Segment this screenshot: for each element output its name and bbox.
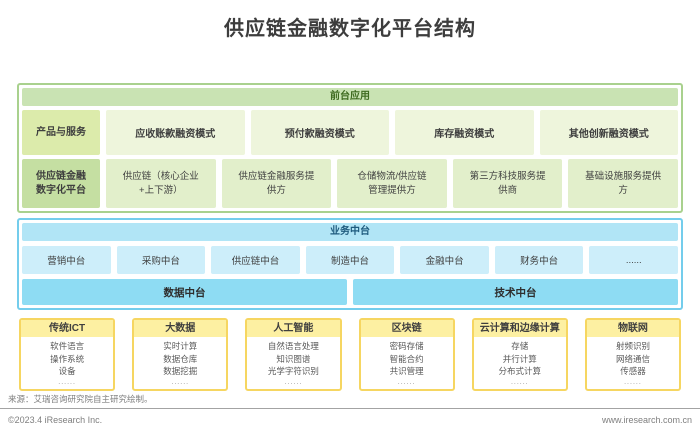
box-third-party-tech-provider: 第三方科技服务提供商 [452, 159, 563, 208]
label-products-services: 产品与服务 [22, 110, 100, 155]
copyright-text: ©2023.4 iResearch Inc. [8, 415, 103, 425]
card-item: 共识管理 [389, 366, 424, 376]
front-header-bar: 前台应用 [22, 88, 678, 106]
card-more: ...... [510, 378, 529, 386]
card-item: 自然语言处理 [267, 341, 319, 351]
card-item: 密码存储 [389, 341, 424, 351]
box-other-innovative-financing-model: 其他创新融资模式 [539, 110, 678, 155]
card-item: 并行计算 [502, 353, 537, 364]
box-manufacturing-platform: 制造中台 [305, 246, 395, 274]
tech-card-traditional-ict: 传统ICT 软件语言 操作系统 设备 ...... [19, 318, 116, 391]
box-warehouse-logistics-provider: 仓储物流/供应链管理提供方 [337, 159, 447, 208]
box-fiscal-platform: 财务中台 [494, 246, 584, 274]
card-more: ...... [397, 378, 416, 386]
box-prepayment-financing-model: 预付款融资模式 [250, 110, 389, 155]
tech-card-big-data: 大数据 实时计算 数据仓库 数据挖掘 ...... [132, 318, 229, 391]
card-header: 人工智能 [247, 320, 340, 337]
box-finance-platform: 金融中台 [400, 246, 489, 274]
tech-cards: 传统ICT 软件语言 操作系统 设备 ...... 大数据 实时计算 数据仓库 … [19, 318, 682, 391]
card-item: 软件语言 [50, 341, 85, 351]
tech-card-blockchain: 区块链 密码存储 智能合约 共识管理 ...... [358, 318, 455, 391]
front-row-products: 产品与服务 应收账款融资模式 预付款融资模式 库存融资模式 其他创新融资模式 [22, 110, 678, 155]
card-item: 实时计算 [163, 341, 198, 351]
front-row-platform: 供应链金融 数字化平台 供应链（核心企业+上下游） 供应链金融服务提供方 仓储物… [22, 159, 678, 208]
tech-card-cloud-edge: 云计算和边缘计算 存储 并行计算 分布式计算 ...... [471, 318, 568, 391]
card-item: 知识图谱 [276, 353, 311, 364]
card-more: ...... [624, 378, 642, 386]
card-item: 分布式计算 [498, 366, 542, 376]
footer-bar: ©2023.4 iResearch Inc. www.iresearch.com… [8, 415, 692, 425]
front-section: 前台应用 产品与服务 应收账款融资模式 预付款融资模式 库存融资模式 其他创新融… [17, 83, 683, 213]
box-data-platform: 数据中台 [22, 279, 347, 305]
card-item: 存储 [511, 341, 529, 351]
page-title: 供应链金融数字化平台结构 [224, 18, 476, 40]
card-header: 大数据 [134, 320, 227, 337]
card-more: ...... [284, 378, 303, 386]
card-more: ...... [58, 378, 76, 386]
card-header: 云计算和边缘计算 [473, 320, 566, 337]
card-item: 智能合约 [389, 353, 424, 364]
middle-section: 业务中台 营销中台 采购中台 供应链中台 制造中台 金融中台 财务中台 ....… [17, 218, 683, 310]
box-tech-platform: 技术中台 [353, 279, 678, 305]
card-item: 光学字符识别 [267, 366, 319, 376]
box-supply-chain-core-enterprise: 供应链（核心企业+上下游） [106, 159, 216, 208]
card-item: 传感器 [620, 366, 646, 376]
box-procurement-platform: 采购中台 [116, 246, 206, 274]
card-item: 数据仓库 [163, 353, 198, 364]
card-item: 射频识别 [615, 341, 650, 351]
box-inventory-financing-model: 库存融资模式 [395, 110, 534, 155]
footer-divider [0, 408, 700, 409]
tech-card-iot: 物联网 射频识别 网络通信 传感器 ...... [584, 318, 682, 391]
middle-header-bar: 业务中台 [22, 223, 678, 241]
box-marketing-platform: 营销中台 [22, 246, 111, 274]
tech-card-ai: 人工智能 自然语言处理 知识图谱 光学字符识别 ...... [245, 318, 342, 391]
box-receivable-financing-model: 应收账款融资模式 [106, 110, 245, 155]
box-infrastructure-provider: 基础设施服务提供方 [568, 159, 678, 208]
card-more: ...... [171, 378, 190, 386]
card-header: 传统ICT [21, 320, 114, 337]
card-header: 区块链 [360, 320, 453, 337]
card-item: 网络通信 [615, 353, 650, 364]
box-more-platforms: ...... [589, 246, 679, 274]
website-text: www.iresearch.com.cn [601, 415, 692, 425]
middle-row-wide: 数据中台 技术中台 [22, 279, 678, 305]
label-line-2: 数字化平台 [36, 184, 86, 196]
box-scf-service-provider: 供应链金融服务提供方 [221, 159, 332, 208]
card-item: 数据挖掘 [163, 366, 198, 376]
middle-row-platforms: 营销中台 采购中台 供应链中台 制造中台 金融中台 财务中台 ...... [22, 246, 679, 274]
card-item: 操作系统 [50, 353, 85, 364]
card-item: 设备 [58, 366, 76, 376]
label-line-1: 供应链金融 [36, 170, 86, 182]
source-note: 来源：艾瑞咨询研究院自主研究绘制。 [8, 394, 153, 404]
box-supply-chain-platform: 供应链中台 [211, 246, 300, 274]
label-scf-digital-platform: 供应链金融 数字化平台 [22, 159, 100, 208]
card-header: 物联网 [586, 320, 680, 337]
